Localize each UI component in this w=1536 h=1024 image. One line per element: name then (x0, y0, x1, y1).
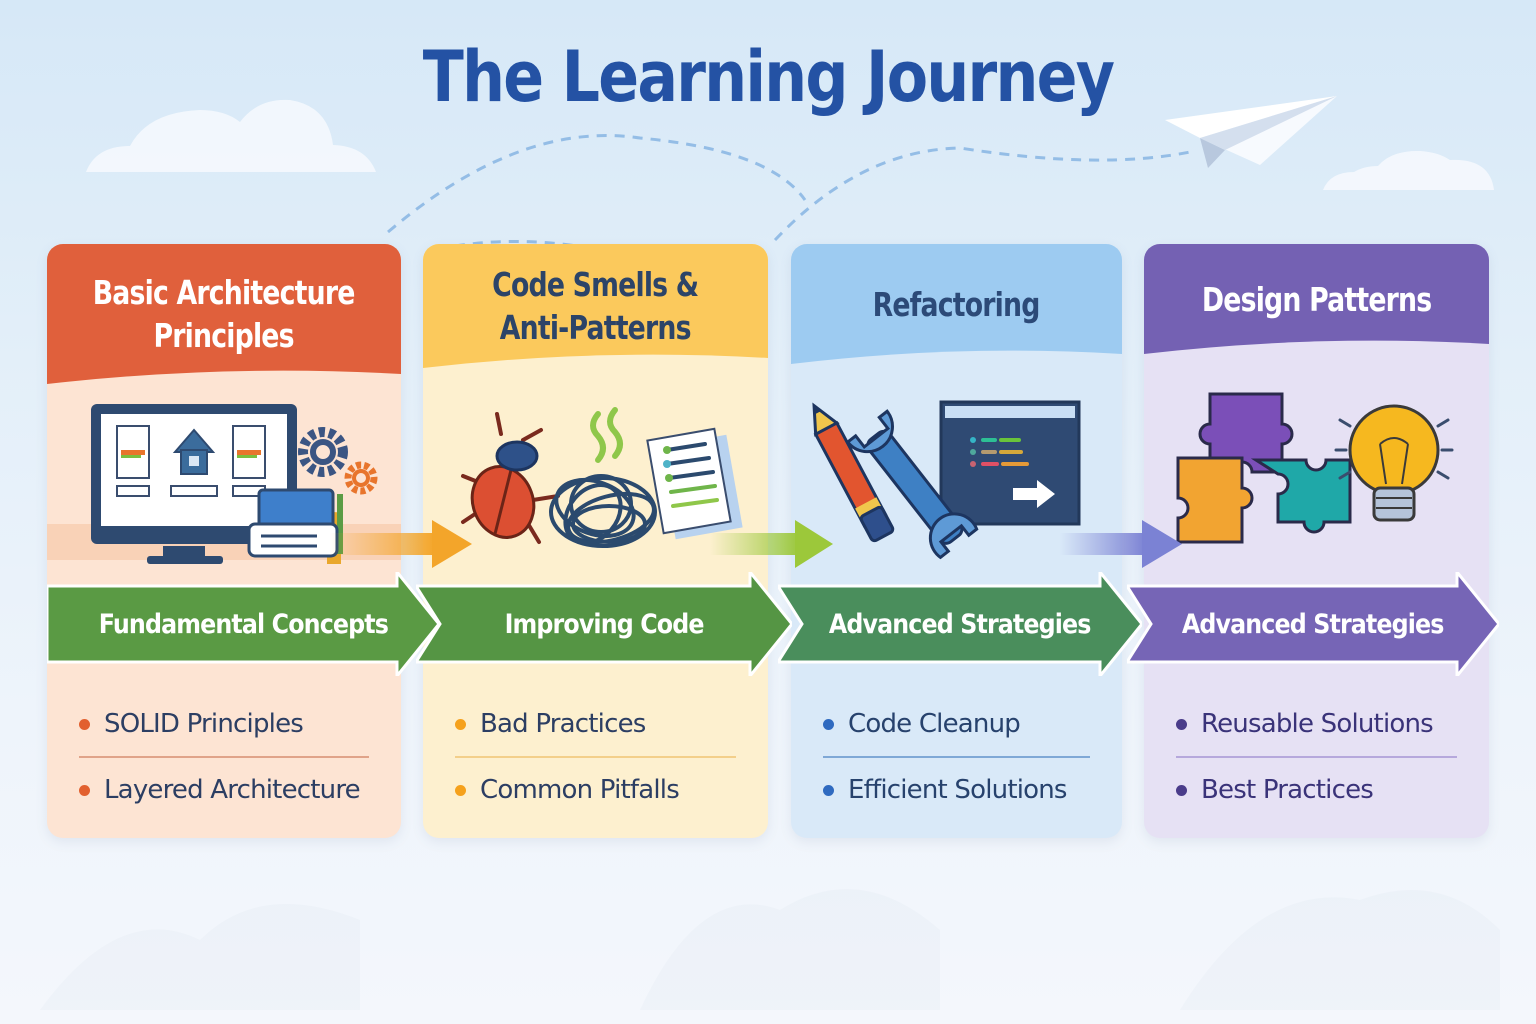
bullet-icon (455, 784, 466, 796)
item-separator (79, 756, 369, 758)
list-item: Common Pitfalls (455, 758, 736, 822)
pencil-wrench-code-icon (791, 384, 1122, 564)
heading-wave (423, 354, 768, 388)
banner-arrow-shape (416, 572, 792, 676)
list-item-label: Reusable Solutions (1201, 709, 1434, 739)
bullet-icon (1176, 718, 1187, 730)
stage-heading-text: Code Smells & Anti-Patterns (481, 263, 710, 349)
banner-arrow-shape (1127, 572, 1499, 676)
stage-heading-text: Refactoring (864, 283, 1050, 326)
bullet-icon (823, 784, 834, 796)
bullet-icon (79, 784, 90, 796)
item-separator (1176, 756, 1457, 758)
watermark-shapes (40, 889, 1500, 1010)
dashed-path-arc-1 (387, 134, 807, 234)
stage-heading: Refactoring (791, 244, 1122, 364)
stage-heading-line: Code Smells & (492, 265, 699, 304)
list-item: Bad Practices (455, 692, 736, 756)
list-item-label: Code Cleanup (848, 709, 1021, 739)
banner-label: Advanced Strategies (778, 572, 1142, 676)
monitor-architecture-icon (47, 384, 401, 573)
list-item: Best Practices (1176, 758, 1457, 822)
stage-banner-2: Improving Code (416, 572, 792, 676)
stage-banner-3: Advanced Strategies (778, 572, 1142, 676)
stage-heading-line: Basic Architecture (93, 273, 356, 312)
bullet-icon (79, 718, 90, 730)
stage-heading-line: Principles (153, 316, 295, 355)
list-item-label: Layered Architecture (104, 775, 361, 805)
banner-label: Improving Code (416, 572, 792, 676)
stage-heading-line: Refactoring (873, 284, 1041, 324)
list-item-label: Best Practices (1201, 775, 1374, 805)
puzzle-lightbulb-icon (1144, 384, 1489, 564)
list-item-label: Efficient Solutions (848, 775, 1067, 805)
heading-wave (791, 350, 1122, 384)
item-separator (823, 756, 1090, 758)
stage-banner-4: Advanced Strategies (1127, 572, 1499, 676)
banner-text: Fundamental Concepts (98, 608, 388, 640)
stage-banner-1: Fundamental Concepts (47, 572, 439, 676)
banner-text: Advanced Strategies (829, 608, 1092, 640)
list-item: Layered Architecture (79, 758, 369, 822)
item-separator (455, 756, 736, 758)
banner-arrow-shape (47, 572, 439, 676)
stage-heading-text: Design Patterns (1189, 278, 1444, 321)
bullet-icon (455, 718, 466, 730)
bug-tangle-document-icon (423, 384, 768, 564)
list-item: Efficient Solutions (823, 758, 1090, 822)
cloud-right-icon (1323, 150, 1494, 190)
list-item: Code Cleanup (823, 692, 1090, 756)
banner-text: Advanced Strategies (1182, 608, 1445, 640)
banner-text: Improving Code (504, 608, 704, 640)
stage-heading-line: Anti-Patterns (500, 308, 692, 347)
heading-wave (47, 370, 401, 404)
bullet-icon (823, 718, 834, 730)
banner-label: Advanced Strategies (1127, 572, 1499, 676)
list-item-label: Bad Practices (480, 709, 646, 739)
list-item-label: Common Pitfalls (480, 775, 680, 805)
heading-wave (1144, 340, 1489, 374)
stage-heading-line: Design Patterns (1201, 279, 1432, 319)
list-item: Reusable Solutions (1176, 692, 1457, 756)
stage-heading: Code Smells & Anti-Patterns (423, 244, 768, 368)
stage-card-2: Code Smells & Anti-Patterns (423, 244, 768, 838)
banner-arrow-shape (778, 572, 1142, 676)
list-item-label: SOLID Principles (104, 709, 304, 739)
stage-card-3: Refactoring (791, 244, 1122, 838)
bullet-icon (1176, 784, 1187, 796)
stage-heading: Design Patterns (1144, 244, 1489, 354)
banner-label: Fundamental Concepts (47, 572, 439, 676)
page-title: The Learning Journey (422, 36, 1115, 118)
list-item: SOLID Principles (79, 692, 369, 756)
dashed-path-arc-2 (773, 146, 1191, 242)
